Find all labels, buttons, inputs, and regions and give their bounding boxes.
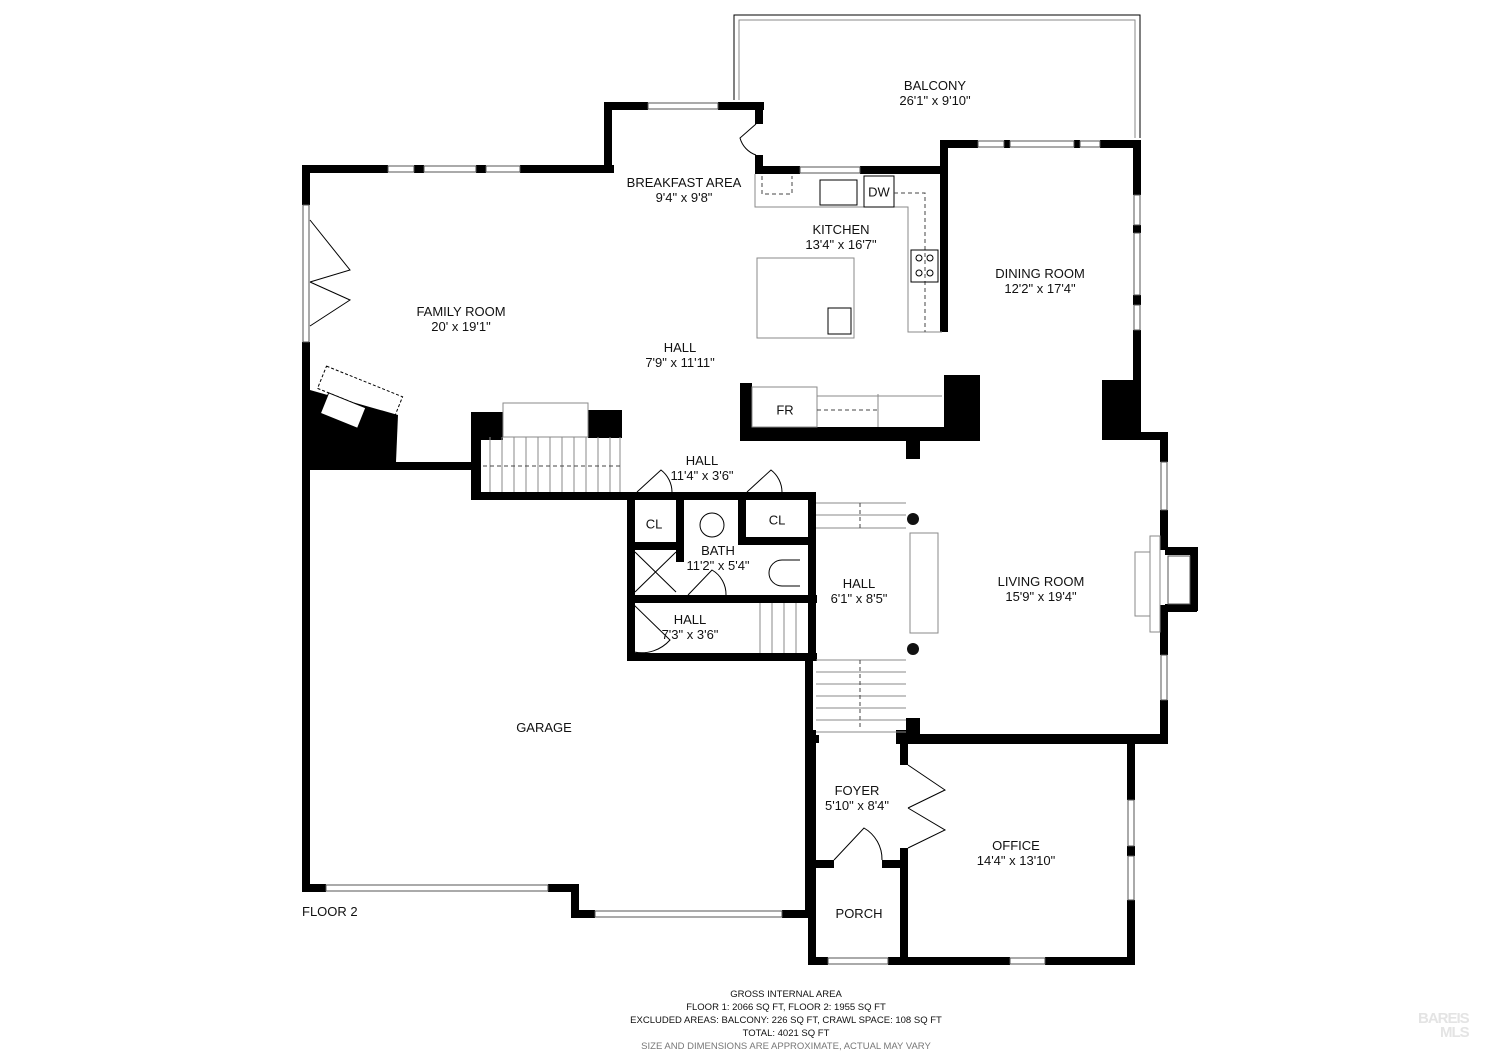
- room-name: BATH: [701, 543, 735, 558]
- room-dimensions: 14'4" x 13'10": [976, 853, 1056, 868]
- room-dimensions: 26'1" x 9'10": [899, 93, 971, 108]
- room-hall-lower: HALL 7'3" x 3'6": [662, 612, 719, 642]
- room-dimensions: 20' x 19'1": [431, 319, 491, 334]
- closet-right-label: CL: [768, 512, 786, 528]
- room-name: HALL: [673, 612, 707, 627]
- mls-watermark-logo: BAREIS MLS: [1418, 1010, 1470, 1041]
- room-bath: BATH 11'2" x 5'4": [686, 543, 749, 573]
- kitchen-fixtures: [751, 174, 942, 428]
- room-name: HALL: [685, 453, 719, 468]
- room-name: PORCH: [835, 906, 883, 921]
- walls: [302, 102, 1198, 965]
- room-name: BALCONY: [903, 78, 967, 93]
- room-name: HALL: [663, 340, 697, 355]
- room-breakfast-area: BREAKFAST AREA 9'4" x 9'8": [627, 175, 742, 205]
- room-dimensions: 6'1" x 8'5": [830, 591, 888, 606]
- room-dimensions: 9'4" x 9'8": [655, 190, 713, 205]
- room-porch: PORCH: [836, 906, 883, 921]
- doors: [309, 123, 947, 861]
- room-balcony: BALCONY 26'1" x 9'10": [899, 78, 970, 108]
- room-foyer: FOYER 5'10" x 8'4": [825, 783, 889, 813]
- room-dimensions: 11'4" x 3'6": [670, 468, 734, 483]
- room-name: FAMILY ROOM: [416, 304, 506, 319]
- room-name: BREAKFAST AREA: [626, 175, 742, 190]
- windows: [302, 102, 1168, 965]
- room-dimensions: 5'10" x 8'4": [824, 798, 890, 813]
- balcony-outline: [733, 14, 1141, 138]
- room-name: KITCHEN: [812, 222, 870, 237]
- room-family-room: FAMILY ROOM 20' x 19'1": [416, 304, 505, 334]
- room-name: GARAGE: [516, 720, 572, 735]
- room-name: LIVING ROOM: [997, 574, 1085, 589]
- family-fireplace: [316, 365, 404, 429]
- room-name: OFFICE: [992, 838, 1040, 853]
- room-hall-main: HALL 7'9" x 11'11": [645, 340, 714, 370]
- bath-fixtures: [634, 512, 800, 593]
- room-hall-upper: HALL 11'4" x 3'6": [670, 453, 733, 483]
- area-summary: GROSS INTERNAL AREA FLOOR 1: 2066 SQ FT,…: [630, 988, 942, 1053]
- room-garage: GARAGE: [516, 720, 572, 735]
- stairs: [483, 402, 939, 733]
- floor-label: FLOOR 2: [302, 904, 358, 919]
- room-dimensions: 13'4" x 16'7": [805, 237, 877, 252]
- room-name: HALL: [842, 576, 876, 591]
- room-living-room: LIVING ROOM 15'9" x 19'4": [998, 574, 1085, 604]
- area-excluded: EXCLUDED AREAS: BALCONY: 226 SQ FT, CRAW…: [630, 1015, 942, 1026]
- area-title: GROSS INTERNAL AREA: [730, 989, 842, 1000]
- room-dimensions: 7'3" x 3'6": [661, 627, 719, 642]
- room-kitchen: KITCHEN 13'4" x 16'7": [805, 222, 876, 252]
- dishwasher-label: DW: [868, 184, 890, 200]
- closet-left-label: CL: [645, 516, 663, 532]
- room-dimensions: 15'9" x 19'4": [1005, 589, 1077, 604]
- room-name: DINING ROOM: [995, 266, 1085, 281]
- room-dimensions: 12'2" x 17'4": [1004, 281, 1076, 296]
- area-floors: FLOOR 1: 2066 SQ FT, FLOOR 2: 1955 SQ FT: [686, 1002, 886, 1013]
- area-total: TOTAL: 4021 SQ FT: [742, 1028, 830, 1039]
- watermark-line2: MLS: [1440, 1024, 1470, 1041]
- room-dining-room: DINING ROOM 12'2" x 17'4": [995, 266, 1085, 296]
- watermark-line1: BAREIS: [1418, 1010, 1470, 1027]
- area-disclaimer: SIZE AND DIMENSIONS ARE APPROXIMATE, ACT…: [641, 1041, 931, 1052]
- room-office: OFFICE 14'4" x 13'10": [977, 838, 1056, 868]
- room-hall-center: HALL 6'1" x 8'5": [831, 576, 888, 606]
- room-dimensions: 7'9" x 11'11": [645, 355, 715, 370]
- refrigerator-label: FR: [776, 402, 794, 418]
- room-dimensions: 11'2" x 5'4": [686, 558, 750, 573]
- room-name: FOYER: [834, 783, 880, 798]
- living-fireplace: [1134, 535, 1191, 633]
